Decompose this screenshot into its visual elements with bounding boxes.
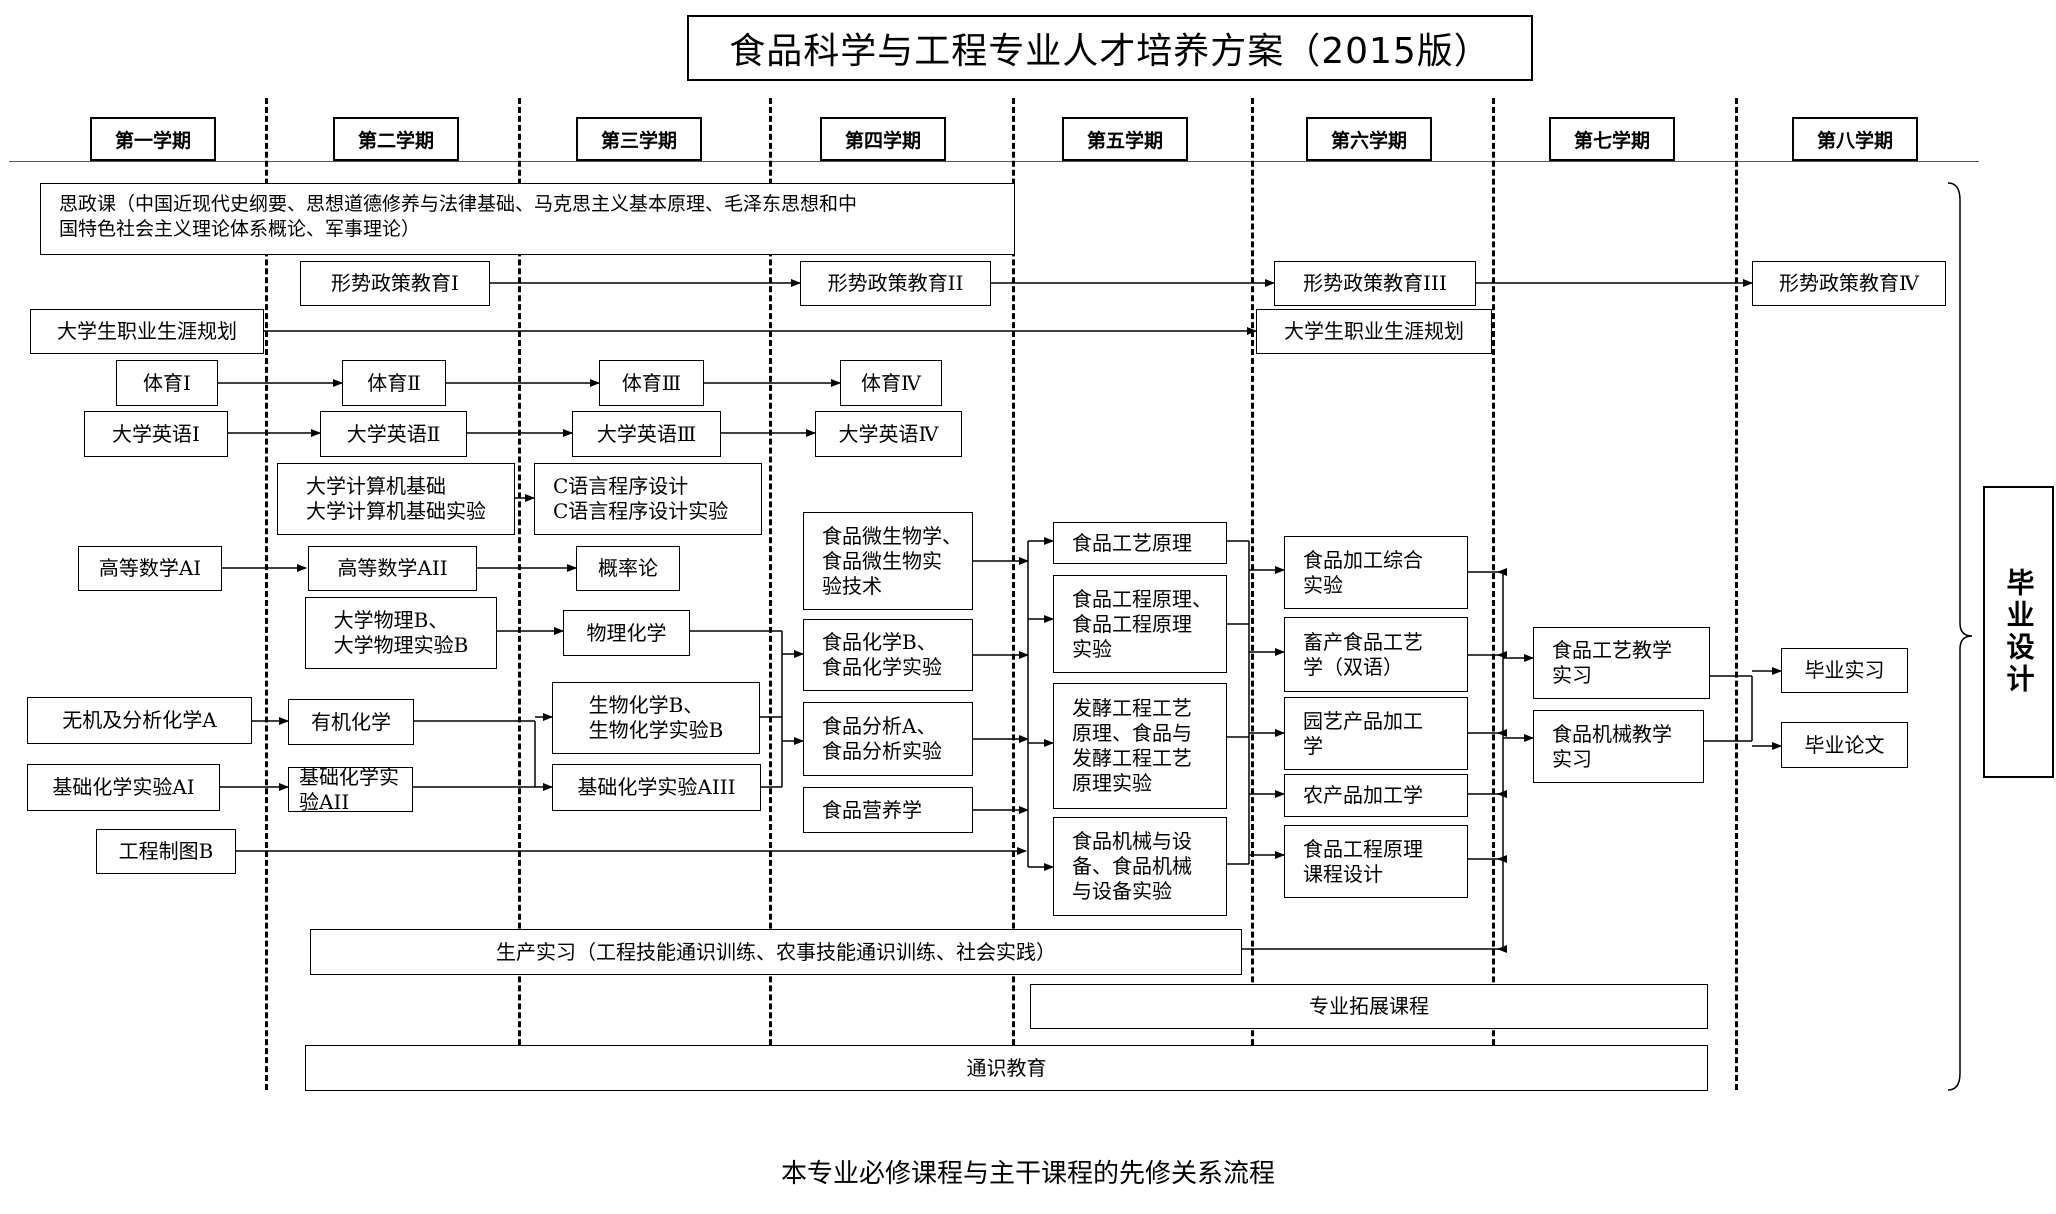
course-math-2: 高等数学AII [308,546,477,591]
course-horticultural-processing: 园艺产品加工 学 [1284,697,1468,770]
course-c-language: C语言程序设计 C语言程序设计实验 [534,463,762,535]
semester-divider [769,98,772,1090]
semester-header-8: 第八学期 [1792,117,1918,161]
course-agricultural-processing: 农产品加工学 [1284,774,1468,817]
semester-header-4: 第四学期 [820,117,946,161]
course-career-planning-1: 大学生职业生涯规划 [30,309,264,354]
semester-header-1: 第一学期 [90,117,216,161]
course-machinery-teaching-internship: 食品机械教学 实习 [1533,710,1704,783]
course-general-education: 通识教育 [305,1045,1708,1091]
course-policy-education-2: 形势政策教育II [800,261,991,306]
course-organic-chemistry: 有机化学 [288,699,414,745]
header-divider [9,161,1979,162]
course-process-teaching-internship: 食品工艺教学 实习 [1533,627,1710,699]
course-pe-1: 体育Ⅰ [116,360,218,406]
course-graduation-internship: 毕业实习 [1781,648,1908,693]
course-chemlab-2: 基础化学实验AII [288,767,413,812]
course-english-2: 大学英语Ⅱ [320,411,467,457]
graduation-design: 毕业设计 [1983,486,2054,778]
course-animal-food-technology: 畜产食品工艺 学（双语） [1284,617,1468,692]
diagram-caption: 本专业必修课程与主干课程的先修关系流程 [780,1159,1275,1189]
course-pe-2: 体育Ⅱ [342,360,446,406]
course-engineering-course-design: 食品工程原理 课程设计 [1284,825,1468,898]
course-english-1: 大学英语Ⅰ [84,411,228,457]
course-biochemistry: 生物化学B、 生物化学实验B [552,682,760,754]
course-computer-basics: 大学计算机基础 大学计算机基础实验 [277,463,515,535]
course-policy-education-4: 形势政策教育Ⅳ [1752,261,1946,306]
right-brace [1947,182,1973,1091]
course-inorganic-chemistry: 无机及分析化学A [27,697,252,744]
course-fermentation-engineering: 发酵工程工艺 原理、食品与 发酵工程工艺 原理实验 [1053,683,1227,809]
semester-divider [1735,98,1738,1090]
course-food-chemistry: 食品化学B、 食品化学实验 [803,619,973,691]
course-sizheng: 思政课（中国近现代史纲要、思想道德修养与法律基础、马克思主义基本原理、毛泽东思想… [40,183,1015,255]
course-professional-extension: 专业拓展课程 [1030,984,1708,1029]
course-chemlab-3: 基础化学实验AIII [552,764,761,811]
course-food-process-principle: 食品工艺原理 [1053,522,1227,564]
course-pe-3: 体育Ⅲ [599,360,704,406]
course-math-1: 高等数学AI [78,546,222,591]
course-production-practice: 生产实习（工程技能通识训练、农事技能通识训练、社会实践） [310,929,1242,975]
course-pe-4: 体育Ⅳ [840,360,942,406]
course-english-3: 大学英语Ⅲ [572,411,721,457]
semester-divider [1012,98,1015,1090]
course-food-microbiology: 食品微生物学、 食品微生物实 验技术 [803,512,973,610]
course-chemlab-1: 基础化学实验AI [27,764,220,811]
course-food-machinery: 食品机械与设 备、食品机械 与设备实验 [1053,817,1227,916]
semester-divider [518,98,521,1090]
course-policy-education-3: 形势政策教育III [1274,261,1476,306]
course-english-4: 大学英语Ⅳ [815,411,962,457]
course-food-analysis: 食品分析A、 食品分析实验 [803,702,973,776]
semester-header-7: 第七学期 [1549,117,1675,161]
course-probability: 概率论 [576,546,680,591]
semester-header-2: 第二学期 [333,117,459,161]
course-food-processing-experiment: 食品加工综合 实验 [1284,536,1468,609]
course-career-planning-2: 大学生职业生涯规划 [1256,309,1492,354]
course-physical-chemistry: 物理化学 [563,610,690,656]
semester-header-3: 第三学期 [576,117,702,161]
diagram-title: 食品科学与工程专业人才培养方案（2015版） [687,15,1533,81]
course-food-nutrition: 食品营养学 [803,787,973,833]
course-policy-education-1: 形势政策教育Ⅰ [300,261,490,306]
semester-divider [1251,98,1254,1090]
semester-header-6: 第六学期 [1306,117,1432,161]
semester-divider [1492,98,1495,1090]
course-engineering-drawing: 工程制图B [96,829,236,874]
course-graduation-thesis: 毕业论文 [1781,722,1908,768]
course-food-engineering-principle: 食品工程原理、 食品工程原理 实验 [1053,575,1227,673]
semester-header-5: 第五学期 [1062,117,1188,161]
course-physics: 大学物理B、 大学物理实验B [305,597,497,669]
semester-divider [265,98,268,1090]
